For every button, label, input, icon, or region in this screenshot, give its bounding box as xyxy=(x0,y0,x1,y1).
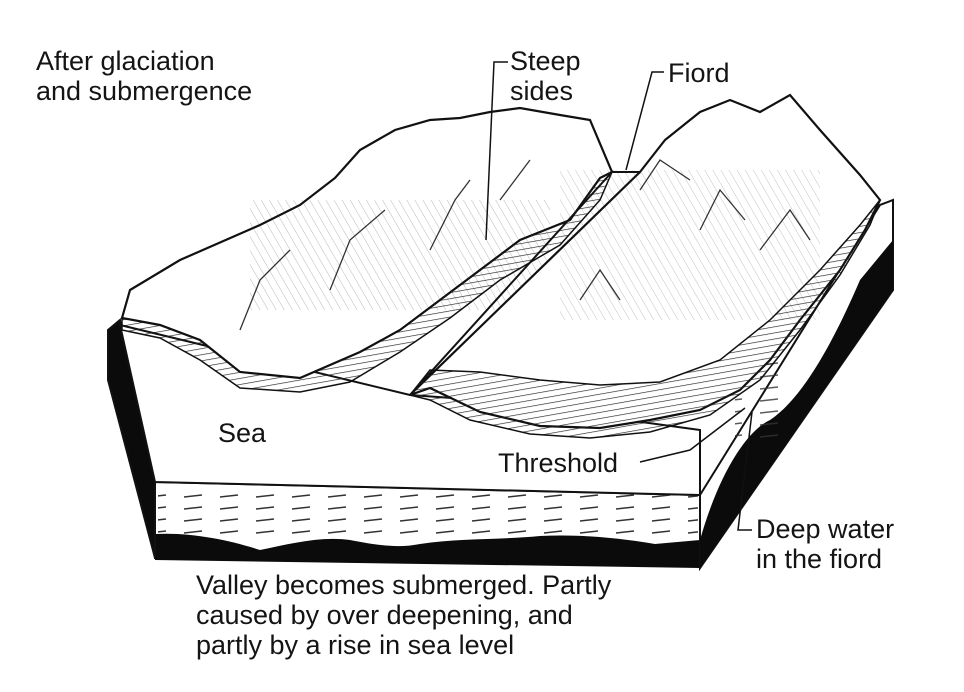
deep-water-shadow xyxy=(700,240,893,568)
title-line-1: After glaciation xyxy=(36,46,215,76)
diagram-caption: Valley becomes submerged. Partly caused … xyxy=(196,570,611,660)
deep-water-leader xyxy=(737,411,753,531)
seabed-profile xyxy=(155,533,700,568)
threshold-label: Threshold xyxy=(498,448,619,478)
steep-sides-label: Steep sides xyxy=(510,46,581,106)
title-line-2: and submergence xyxy=(36,76,253,106)
block-front-face xyxy=(154,480,701,568)
deep-water-label: Deep water in the fiord xyxy=(756,514,894,574)
block-left-face xyxy=(107,318,156,559)
deep-water-line-1: Deep water xyxy=(756,514,895,544)
caption-line-1: Valley becomes submerged. Partly xyxy=(196,570,612,600)
caption-line-3: partly by a rise in sea level xyxy=(196,630,515,660)
leader-lines xyxy=(485,61,753,531)
fiord-label: Fiord xyxy=(668,58,730,88)
diagram-title: After glaciation and submergence xyxy=(36,46,252,106)
fiord-leader xyxy=(625,71,664,171)
steep-sides-line-2: sides xyxy=(510,76,574,106)
steep-sides-leader xyxy=(485,61,508,241)
right-mountains xyxy=(408,93,882,439)
threshold-leader xyxy=(639,407,746,463)
steep-sides-line-1: Steep xyxy=(510,46,581,76)
caption-line-2: caused by over deepening, and xyxy=(196,600,573,630)
deep-water-line-2: in the fiord xyxy=(756,544,883,574)
sea-label: Sea xyxy=(218,418,267,448)
